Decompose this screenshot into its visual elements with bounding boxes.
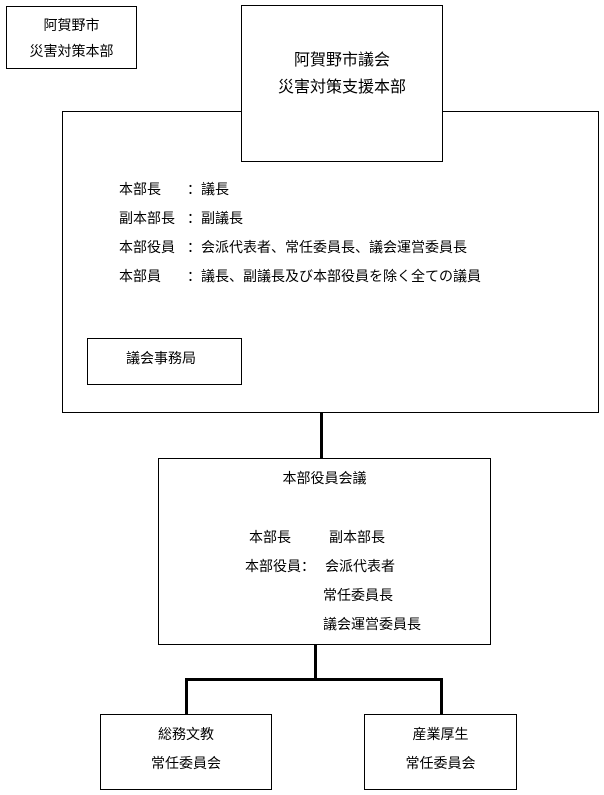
exec-meeting-box: 本部役員会議 本部長 副本部長 本部役員： 会派代表者 常任委員長 議会運営委員… [158, 458, 491, 645]
committee-line2: 常任委員会 [151, 756, 221, 772]
role-value-chief: 議長 [201, 182, 229, 198]
role-label-officers: 本部役員 [119, 240, 175, 256]
city-hq-line1: 阿賀野市 [43, 18, 100, 34]
role-value-vice-chief: 副議長 [201, 211, 243, 227]
connector-to-industry-committee [440, 678, 443, 715]
exec-officers-label: 本部役員： [245, 559, 315, 575]
role-label-chief: 本部長 [119, 182, 161, 198]
role-colon: ： [187, 240, 201, 256]
role-value-members: 議長、副議長及び本部役員を除く全ての議員 [201, 269, 481, 285]
council-hq-title-box: 阿賀野市議会 災害対策支援本部 [241, 5, 443, 162]
role-colon: ： [187, 269, 201, 285]
role-colon: ： [187, 211, 201, 227]
committee-line1: 総務文教 [158, 727, 214, 743]
council-hq-title-line1: 阿賀野市議会 [293, 50, 390, 69]
role-colon: ： [187, 182, 201, 198]
connector-meeting-stem [314, 644, 317, 681]
exec-meeting-title: 本部役員会議 [282, 471, 367, 487]
connector-horizontal [185, 678, 443, 681]
exec-officer-item: 議会運営委員長 [323, 617, 421, 633]
secretariat-box: 議会事務局 [87, 338, 242, 385]
connector-hq-to-meeting [320, 412, 323, 459]
committee-line1: 産業厚生 [412, 727, 469, 743]
exec-chief-label: 本部長 [249, 530, 291, 546]
general-affairs-committee-box: 総務文教 常任委員会 [100, 714, 272, 790]
city-disaster-hq-box: 阿賀野市 災害対策本部 [6, 6, 137, 69]
role-label-members: 本部員 [119, 269, 161, 285]
connector-to-general-committee [185, 678, 188, 715]
role-label-vice-chief: 副本部長 [119, 211, 175, 227]
exec-vice-chief-label: 副本部長 [329, 530, 385, 546]
committee-line2: 常任委員会 [405, 756, 476, 772]
exec-officer-item: 会派代表者 [325, 559, 395, 575]
city-hq-line2: 災害対策本部 [29, 44, 114, 60]
council-hq-title-line2: 災害対策支援本部 [277, 77, 406, 96]
role-value-officers: 会派代表者、常任委員長、議会運営委員長 [201, 240, 467, 256]
industry-welfare-committee-box: 産業厚生 常任委員会 [364, 714, 517, 790]
exec-officer-item: 常任委員長 [323, 588, 393, 604]
secretariat-label: 議会事務局 [126, 351, 196, 367]
